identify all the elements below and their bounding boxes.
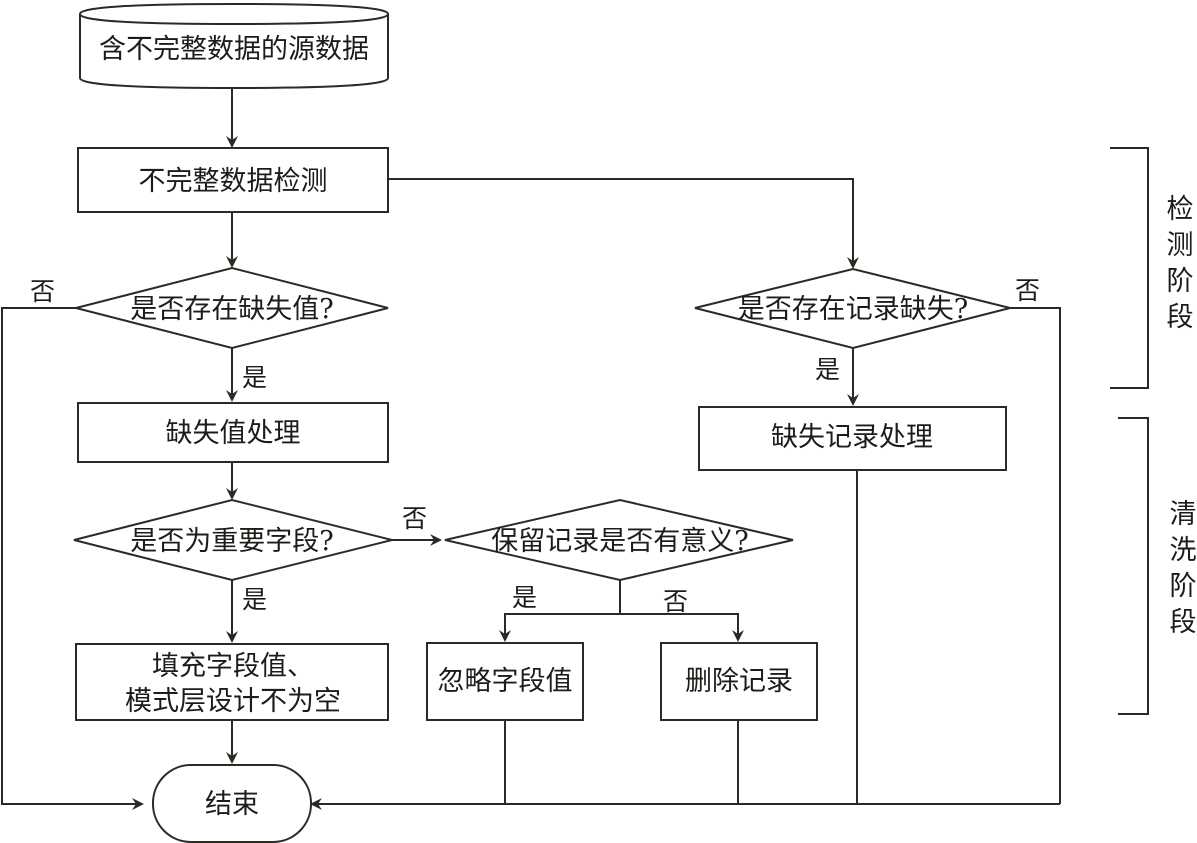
edge-detect-to-missing-record: [388, 178, 859, 269]
stage-clean: 清 洗 阶 段: [1118, 417, 1197, 715]
keep-meaningful-diamond: [444, 498, 794, 582]
node-has-missing-record: 是否存在记录缺失?: [694, 267, 1011, 350]
edge-label-mr-yes: 是: [815, 355, 840, 384]
delete-box: [660, 642, 818, 721]
missing-value-label: 是否存在缺失值?: [130, 294, 333, 325]
missing-record-diamond: [694, 267, 1011, 350]
end-label: 结束: [205, 789, 259, 820]
stage-detect-bracket: [1110, 147, 1149, 389]
detect-label: 不完整数据检测: [139, 166, 328, 197]
node-ignore: 忽略字段值: [426, 642, 584, 721]
edge-label-mr-no: 否: [1015, 276, 1040, 305]
edge-keep-yes: [499, 613, 620, 642]
missing-record-label: 是否存在记录缺失?: [738, 294, 968, 325]
stage-detect-char-4: 段: [1167, 302, 1194, 333]
edge-label-km-yes: 是: [512, 583, 537, 612]
stage-detect-char-3: 阶: [1167, 266, 1194, 297]
value-handling-box: [77, 402, 389, 463]
fill-box: [75, 643, 389, 721]
stage-detect-char-1: 检: [1167, 194, 1194, 225]
node-fill: 填充字段值、 模式层设计不为空: [75, 643, 389, 721]
important-field-diamond: [73, 498, 393, 582]
node-keep-meaningful: 保留记录是否有意义?: [444, 498, 794, 582]
missing-value-diamond: [75, 266, 389, 350]
keep-meaningful-label: 保留记录是否有意义?: [491, 526, 748, 557]
stage-detect-char-2: 测: [1167, 230, 1194, 261]
node-has-missing-value: 是否存在缺失值?: [75, 266, 389, 350]
connectors: [1, 86, 1061, 810]
record-handling-box: [698, 406, 1007, 471]
record-handling-label: 缺失记录处理: [771, 422, 933, 453]
stage-clean-bracket: [1118, 417, 1149, 715]
stage-clean-char-1: 清: [1170, 499, 1197, 530]
source-database-rim: [79, 13, 389, 26]
value-handling-label: 缺失值处理: [166, 418, 301, 449]
edge-label-if-yes: 是: [242, 585, 267, 614]
node-important-field: 是否为重要字段?: [73, 498, 393, 582]
edge-missing-value-no: [1, 307, 144, 810]
important-field-label: 是否为重要字段?: [130, 526, 333, 557]
stage-clean-char-2: 洗: [1170, 535, 1197, 566]
stage-clean-char-3: 阶: [1170, 571, 1197, 602]
stage-clean-char-4: 段: [1170, 607, 1197, 638]
node-detect: 不完整数据检测: [77, 147, 389, 213]
node-end: 结束: [152, 764, 312, 843]
source-label: 含不完整数据的源数据: [99, 34, 369, 65]
node-source: 含不完整数据的源数据: [79, 2, 389, 90]
edge-labels: 否 是 否 是 否 是 是 否: [30, 276, 1040, 616]
edge-label-if-no: 否: [402, 504, 427, 533]
fill-label-line1: 填充字段值、: [152, 651, 314, 682]
delete-label: 删除记录: [685, 666, 793, 697]
edge-keep-no: [620, 613, 744, 642]
edge-label-km-no: 否: [663, 587, 688, 616]
node-delete: 删除记录: [660, 642, 818, 721]
edge-label-mv-no: 否: [30, 277, 55, 306]
node-record-handling: 缺失记录处理: [698, 406, 1007, 471]
detect-box: [77, 147, 389, 213]
source-database-shape: [79, 2, 389, 90]
node-value-handling: 缺失值处理: [77, 402, 389, 463]
end-terminator: [152, 764, 312, 843]
fill-label-line2: 模式层设计不为空: [125, 686, 341, 717]
edge-label-mv-yes: 是: [242, 363, 267, 392]
ignore-box: [426, 642, 584, 721]
ignore-label: 忽略字段值: [438, 666, 573, 697]
stage-detect: 检 测 阶 段: [1110, 147, 1194, 389]
edge-missing-record-no: [1010, 307, 1061, 804]
